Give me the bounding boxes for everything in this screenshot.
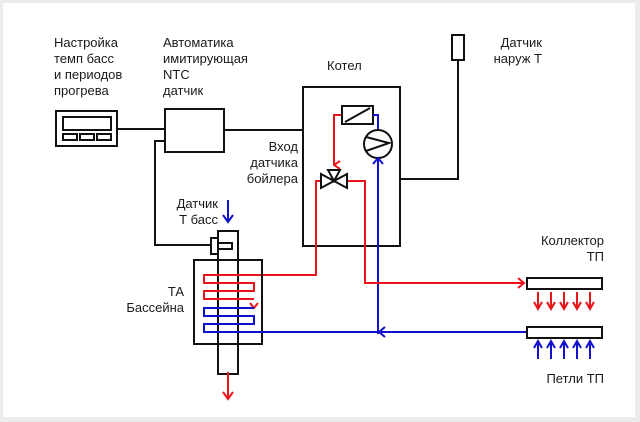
cold-pipe-pump-to-element	[373, 114, 379, 130]
supply-loop-arrows	[533, 292, 595, 312]
return-loop-arrow-icon	[533, 338, 543, 359]
hot-arrow-to-manifold	[517, 277, 526, 289]
pool-inlet-arrow-icon	[222, 200, 234, 224]
hot-pipe-valve-to-manifold	[344, 180, 524, 284]
cold-arrow-to-pump	[372, 156, 384, 165]
supply-loop-arrow-icon	[533, 292, 543, 312]
sensor-icon	[451, 34, 465, 61]
return-loop-arrow-icon	[559, 338, 569, 359]
thermostat-display-icon	[55, 110, 118, 147]
boiler-box-icon	[302, 86, 401, 247]
cold-arrow-at-junction	[377, 326, 386, 338]
label-ntc-automation: Автоматика имитирующая NTC датчик	[163, 35, 248, 98]
label-outdoor-sensor: Датчик наруж Т	[493, 35, 542, 66]
return-loop-arrow-icon	[572, 338, 582, 359]
supply-loop-arrow-icon	[585, 292, 595, 312]
return-loop-arrows	[533, 338, 595, 359]
cold-coil	[203, 307, 378, 333]
wire-ntc-to-pool-sensor	[154, 140, 213, 246]
label-boiler-sensor-input: Вход датчика бойлера	[246, 139, 298, 186]
label-controller: Настройка темп басс и периодов прогрева	[54, 35, 123, 98]
diagram-panel	[3, 3, 635, 417]
pump-icon	[363, 129, 393, 159]
hot-pipe-element-to-valve	[333, 114, 342, 165]
return-loop-arrow-icon	[585, 338, 595, 359]
sensor-probe-icon	[210, 237, 233, 255]
label-pool-sensor: Датчик Т басс	[176, 196, 218, 227]
label-floor-loops: Петли ТП	[546, 371, 604, 386]
return-manifold	[526, 326, 603, 339]
supply-loop-arrow-icon	[559, 292, 569, 312]
supply-loop-arrow-icon	[546, 292, 556, 312]
coil-heat-exchanger-icon	[193, 259, 263, 345]
module-box-icon	[164, 108, 225, 153]
return-loop-arrow-icon	[546, 338, 556, 359]
pool-water-pipe	[217, 230, 239, 375]
three-way-valve-icon	[320, 169, 348, 190]
supply-manifold	[526, 277, 603, 290]
hot-coil	[203, 274, 260, 300]
hot-pipe-valve-to-pool	[260, 180, 324, 276]
supply-loop-arrow-icon	[572, 292, 582, 312]
wire-boiler-to-outdoor-sensor	[400, 60, 459, 180]
label-boiler: Котел	[327, 58, 362, 73]
pool-outlet-arrow-icon	[222, 372, 234, 401]
heat-exchanger-element-icon	[341, 105, 374, 125]
label-pool-heat-exchanger: ТА Бассейна	[126, 284, 184, 315]
label-manifold: Коллектор ТП	[540, 233, 604, 264]
